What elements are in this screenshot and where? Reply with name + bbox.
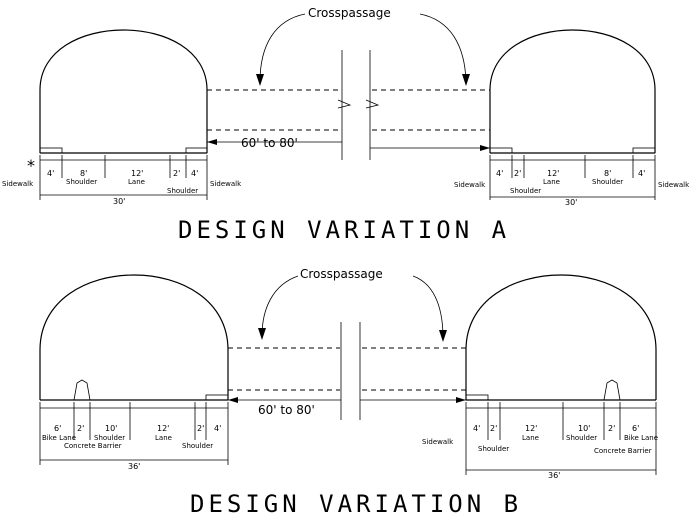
crosspassage-b-arrowhead-left [258, 328, 266, 340]
crosspassage-a-arrow-right [419, 13, 467, 83]
break-a-zig-2 [365, 99, 380, 109]
left-a-dim-4: 2' [173, 169, 180, 178]
caption-b: DESIGN VARIATION B [190, 490, 522, 518]
right-a-label-lane: Lane [543, 178, 560, 186]
right-a-dim-4: 8' [604, 169, 611, 178]
span-b-arrowhead-left [228, 397, 238, 403]
right-b-dim-3: 12' [525, 424, 537, 433]
left-b-label-lane: Lane [155, 434, 172, 442]
left-b-dim-6: 4' [214, 424, 221, 433]
caption-a: DESIGN VARIATION A [178, 216, 510, 244]
right-b-label-lane: Lane [522, 434, 539, 442]
right-b-label-shoulder: Shoulder [478, 445, 509, 453]
right-tunnel-a-sidewalk [489, 147, 513, 154]
right-tunnel-b-sidewalk [465, 394, 489, 401]
left-tunnel-b-outline [39, 274, 229, 400]
left-a-dim-5: 4' [191, 169, 198, 178]
left-b-dim-1: 6' [54, 424, 61, 433]
right-tunnel-b-barrier [603, 379, 621, 401]
left-a-dim-3: 12' [131, 169, 143, 178]
left-b-dimensions: 6' 2' 10' 12' 2' 4' Bike Lane Concrete B… [39, 402, 229, 471]
left-b-dim-2: 2' [77, 424, 84, 433]
left-a-dim-2: 8' [80, 169, 87, 178]
variation-b: 60' to 80' Crosspassage 6' 2' 10' 12' 2'… [39, 267, 658, 518]
left-tunnel-b-sidewalk [205, 394, 229, 401]
left-a-dim-1: 4' [47, 169, 54, 178]
right-b-dim-1: 4' [473, 424, 480, 433]
left-a-label-sidewalk: Sidewalk [2, 180, 34, 188]
right-b-label-shoulder-right: Shoulder [566, 434, 597, 442]
left-a-label-sidewalk-right: Sidewalk [210, 180, 242, 188]
left-b-label-concrete-barrier: Concrete Barrier [64, 442, 122, 450]
right-a-dim-2: 2' [514, 169, 521, 178]
span-a-label: 60' to 80' [241, 136, 298, 150]
right-a-label-sidewalk: Sidewalk [454, 181, 486, 189]
crosspassage-a-label: Crosspassage [308, 6, 391, 20]
right-b-label-concrete-barrier: Concrete Barrier [594, 447, 652, 455]
right-a-dim-3: 12' [547, 169, 559, 178]
right-b-dim-5: 2' [608, 424, 615, 433]
right-b-width: 36' [548, 471, 560, 480]
left-tunnel-a-sidewalk [39, 147, 63, 154]
crosspassage-b-arrow-left [261, 275, 299, 337]
right-a-label-sidewalk-right: Sidewalk [658, 181, 690, 189]
crosspassage-b-label: Crosspassage [300, 267, 383, 281]
right-b-label-bike-lane: Bike Lane [624, 434, 658, 442]
right-tunnel-a-outline [489, 29, 656, 153]
left-b-label-shoulder-right: Shoulder [182, 442, 213, 450]
right-a-dim-1: 4' [496, 169, 503, 178]
crosspassage-b-arrow-right [412, 275, 444, 339]
span-b-arrowhead-right [456, 397, 466, 403]
right-b-dim-6: 6' [632, 424, 639, 433]
crosspassage-a-arrow-left [259, 13, 306, 83]
left-tunnel-a-outline [39, 29, 208, 153]
crosspassage-a-arrowhead-right [462, 74, 470, 86]
left-b-width: 36' [128, 462, 140, 471]
right-a-dimensions: 4' 2' 12' 8' 4' Sidewalk Shoulder Lane S… [454, 155, 690, 207]
span-a-arrowhead-right [480, 145, 490, 151]
right-a-width: 30' [565, 198, 577, 207]
right-a-dim-5: 4' [638, 169, 645, 178]
span-b-label: 60' to 80' [258, 403, 315, 417]
left-tunnel-a-sidewalk-right [185, 147, 208, 154]
crosspassage-b-arrowhead-right [439, 330, 447, 342]
left-b-label-bike-lane: Bike Lane [42, 434, 76, 442]
left-a-label-shoulder-right: Shoulder [167, 187, 198, 195]
left-a-dimensions: 4' 8' 12' 2' 4' Sidewalk Shoulder Lane S… [2, 155, 242, 206]
right-b-dimensions: 4' 2' 12' 10' 2' 6' Sidewalk Shoulder La… [422, 402, 658, 480]
left-b-dim-4: 12' [157, 424, 169, 433]
crosspassage-a-arrowhead-left [256, 74, 264, 86]
star-marker: * [27, 156, 35, 175]
left-b-dim-3: 10' [105, 424, 117, 433]
right-a-label-shoulder-right: Shoulder [592, 178, 623, 186]
left-tunnel-b-barrier [73, 379, 91, 401]
right-b-label-sidewalk: Sidewalk [422, 438, 454, 446]
right-tunnel-a-sidewalk-right [632, 147, 656, 154]
variation-a: 60' to 80' Crosspassage * 4' 8' 12' 2' 4… [2, 6, 690, 244]
left-a-label-shoulder: Shoulder [66, 178, 97, 186]
left-b-label-shoulder: Shoulder [94, 434, 125, 442]
right-b-dim-4: 10' [578, 424, 590, 433]
left-a-label-lane: Lane [128, 178, 145, 186]
right-tunnel-b-outline [465, 274, 657, 400]
span-a-arrowhead-left [207, 139, 217, 145]
right-b-dim-2: 2' [490, 424, 497, 433]
right-a-label-shoulder: Shoulder [510, 187, 541, 195]
left-b-dim-5: 2' [197, 424, 204, 433]
left-a-width: 30' [113, 197, 125, 206]
break-a-zig-1 [337, 99, 352, 109]
